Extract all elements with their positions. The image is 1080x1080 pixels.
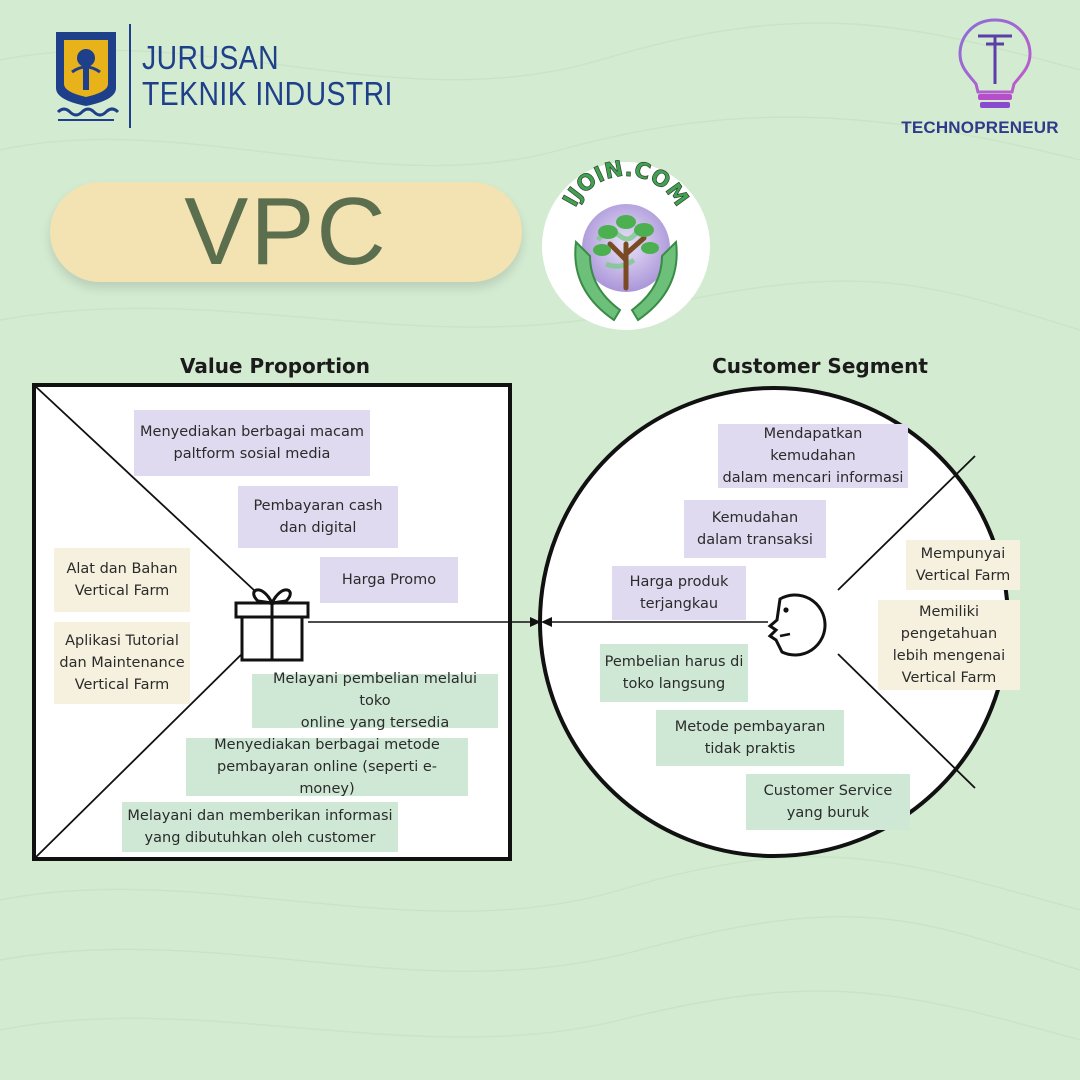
- arrowhead-right-icon: [530, 617, 541, 627]
- note-line: dalam transaksi: [697, 532, 813, 548]
- note-line: yang dibutuhkan oleh customer: [144, 830, 376, 846]
- note-line: Metode pembayaran: [674, 719, 826, 735]
- note-line: Kemudahan: [711, 510, 799, 526]
- note-line: online yang tersedia: [300, 715, 450, 731]
- note-line: toko langsung: [622, 676, 726, 692]
- pain-reliever-note: Melayani pembelian melalui toko online y…: [252, 671, 498, 731]
- customer-job-note: Mempunyai Vertical Farm: [906, 540, 1020, 590]
- department-title-line1: JURUSAN: [142, 39, 280, 76]
- customer-face-icon: [767, 593, 827, 657]
- gain-note: Mendapatkan kemudahan dalam mencari info…: [718, 424, 908, 488]
- note-line: Harga produk: [629, 574, 729, 590]
- note-line: tidak praktis: [704, 741, 796, 757]
- pain-note: Pembelian harus di toko langsung: [600, 644, 748, 702]
- note-line: Melayani pembelian melalui toko: [273, 671, 477, 709]
- note-line: Pembayaran cash: [253, 498, 383, 514]
- note-line: Customer Service: [763, 783, 893, 799]
- note-line: Mempunyai: [920, 546, 1006, 562]
- title-pill: [50, 182, 522, 282]
- value-map-diagonal-bottom: [35, 639, 257, 858]
- pain-note: Customer Service yang buruk: [746, 774, 910, 830]
- partner-logo: IJOIN.COM: [542, 160, 710, 330]
- arrowhead-left-icon: [541, 617, 552, 627]
- note-line: yang buruk: [786, 805, 870, 821]
- note-line: pengetahuan: [900, 626, 998, 642]
- note-line: Vertical Farm: [901, 670, 997, 686]
- header-divider: [129, 24, 131, 128]
- pain-reliever-note: Melayani dan memberikan informasi yang d…: [122, 802, 398, 852]
- department-title-line2: TEKNIK INDUSTRI: [142, 75, 393, 112]
- gain-creator-note: Harga Promo: [320, 557, 458, 603]
- gift-icon: [234, 588, 310, 662]
- note-line: Vertical Farm: [915, 568, 1011, 584]
- gain-note: Harga produk terjangkau: [612, 566, 746, 620]
- note-line: Menyediakan berbagai macam: [140, 424, 364, 440]
- customer-profile-divider-top: [837, 455, 976, 591]
- pain-note: Metode pembayaran tidak praktis: [656, 710, 844, 766]
- note-line: dan digital: [279, 520, 357, 536]
- note-line: terjangkau: [639, 596, 719, 612]
- product-service-note: Aplikasi Tutorial dan Maintenance Vertic…: [54, 622, 190, 704]
- value-map-diagonal-top: [33, 384, 257, 593]
- note-line: pembayaran online (seperti e-money): [217, 759, 437, 797]
- note-line: Vertical Farm: [74, 583, 170, 599]
- customer-profile-divider-bottom: [837, 653, 976, 789]
- lightbulb-icon: [958, 18, 1032, 108]
- note-line: Harga Promo: [341, 572, 437, 588]
- note-line: Pembelian harus di: [604, 654, 744, 670]
- gain-creator-note: Pembayaran cash dan digital: [238, 486, 398, 548]
- customer-segment-title: Customer Segment: [712, 354, 928, 378]
- university-logo: [56, 32, 120, 121]
- note-line: Alat dan Bahan: [66, 561, 178, 577]
- department-title: JURUSAN TEKNIK INDUSTRI: [142, 40, 393, 112]
- note-line: paltform sosial media: [173, 446, 331, 462]
- customer-job-note: Memiliki pengetahuan lebih mengenai Vert…: [878, 600, 1020, 690]
- note-line: Mendapatkan kemudahan: [763, 426, 863, 464]
- note-line: lebih mengenai: [892, 648, 1006, 664]
- page-title: VPC: [184, 178, 388, 285]
- note-line: Melayani dan memberikan informasi: [127, 808, 393, 824]
- note-line: dalam mencari informasi: [722, 470, 904, 486]
- note-line: dan Maintenance: [59, 655, 185, 671]
- note-line: Vertical Farm: [74, 677, 170, 693]
- note-line: Memiliki: [918, 604, 980, 620]
- note-line: Menyediakan berbagai metode: [214, 737, 440, 753]
- gain-note: Kemudahan dalam transaksi: [684, 500, 826, 558]
- note-line: Aplikasi Tutorial: [65, 633, 179, 649]
- pain-reliever-note: Menyediakan berbagai metode pembayaran o…: [186, 737, 468, 797]
- brand-wordmark: TECHNOPRENEUR: [901, 118, 1059, 137]
- product-service-note: Alat dan Bahan Vertical Farm: [54, 548, 190, 612]
- value-proposition-title: Value Proportion: [179, 354, 371, 378]
- gain-creator-note: Menyediakan berbagai macam paltform sosi…: [134, 410, 370, 476]
